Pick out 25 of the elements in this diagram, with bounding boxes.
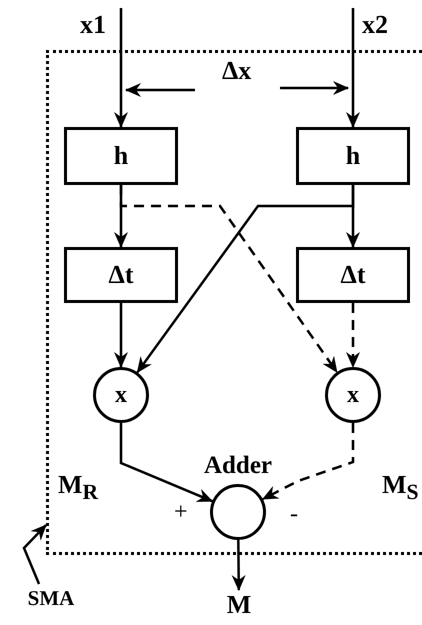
arrow <box>114 303 128 368</box>
leader-line <box>22 524 47 584</box>
text-label: M <box>222 590 256 620</box>
signal-label: M$_{S}$ <box>382 472 419 504</box>
process-box: h <box>64 127 178 185</box>
arrow <box>346 8 360 128</box>
sign-label: - <box>290 502 298 526</box>
dimension-label: Δx <box>222 58 252 84</box>
signal-arrow <box>120 423 214 502</box>
adder-label: Adder <box>202 452 274 480</box>
signal-label: M$_{R}$ <box>58 472 98 504</box>
text-label: SMA <box>16 584 86 612</box>
multiplier-circle: x <box>325 367 381 423</box>
arrow <box>114 8 128 128</box>
system-boundary <box>46 50 422 555</box>
signal-arrow <box>262 423 354 500</box>
arrow <box>346 303 360 368</box>
sign-label: + <box>174 500 188 524</box>
arrow <box>232 540 246 591</box>
process-box: h <box>296 127 410 185</box>
multiplier-circle: x <box>93 367 149 423</box>
input-label: x2 <box>362 12 388 38</box>
process-box: Δt <box>64 247 178 303</box>
process-box: Δt <box>296 247 410 303</box>
input-label: x1 <box>80 12 106 38</box>
